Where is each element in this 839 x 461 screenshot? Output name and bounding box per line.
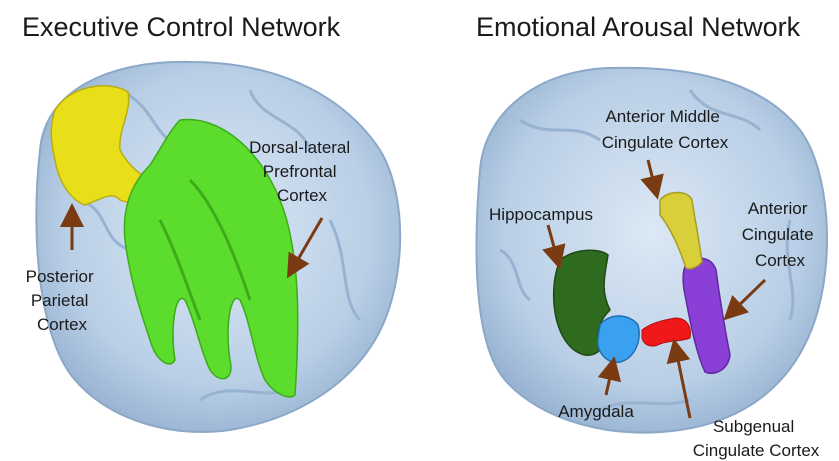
dlpfc-label-line3: Cortex	[277, 186, 328, 205]
ppc-label-line3: Cortex	[37, 315, 88, 334]
acc-label-line2: Cingulate	[742, 225, 814, 244]
dlpfc-label-line2: Prefrontal	[263, 162, 337, 181]
sgcc-label-line2: Cingulate Cortex	[693, 441, 820, 460]
hippocampus-label-line1: Hippocampus	[489, 205, 593, 224]
amcc-label-line1: Anterior Middle	[605, 107, 719, 126]
ppc-label-line2: Parietal	[31, 291, 89, 310]
acc-label-line3: Cortex	[755, 251, 806, 270]
hippocampus-label: Hippocampus	[489, 205, 593, 224]
dlpfc-label-line1: Dorsal-lateral	[249, 138, 350, 157]
amygdala-label: Amygdala	[558, 402, 634, 421]
amygdala-label-line1: Amygdala	[558, 402, 634, 421]
sgcc-label-line1: Subgenual	[713, 417, 794, 436]
ppc-label-line1: Posterior	[26, 267, 94, 286]
amcc-label-line2: Cingulate Cortex	[602, 133, 729, 152]
acc-label-line1: Anterior	[748, 199, 808, 218]
